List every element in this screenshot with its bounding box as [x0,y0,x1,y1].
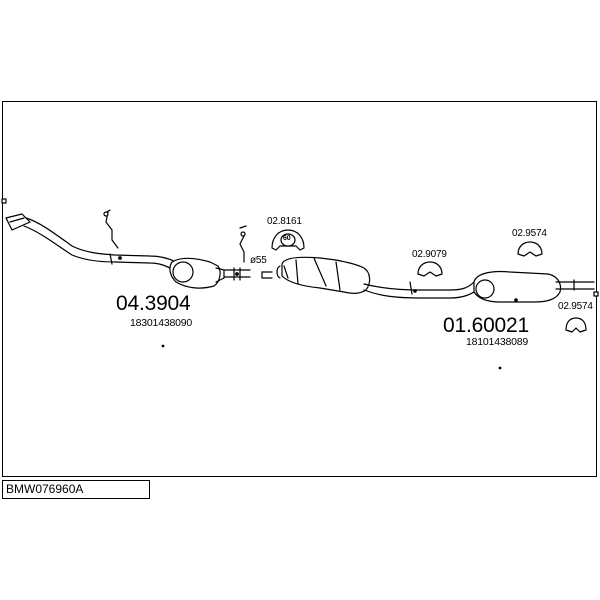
connecting-pipe [223,225,273,281]
hanger-a-size: 60 [283,235,291,242]
hanger-b-icon [417,261,443,277]
front-pipe [5,209,225,289]
rear-silencer [473,270,595,303]
hanger-d-icon [565,317,587,333]
part-reference-rear: 18101438089 [466,336,529,348]
diagram-frame [2,101,597,477]
diagram-code: BMW076960A [6,482,84,496]
edge-marker-left [1,198,7,204]
clamp-diameter-label: ø55 [250,255,267,266]
hanger-a-number: 02.8161 [267,216,302,227]
hanger-a-icon [271,229,305,251]
part-reference-front: 18301438090 [130,317,193,329]
hanger-d-number: 02.9574 [558,301,593,312]
hanger-b-number: 02.9079 [412,249,447,260]
part-number-rear: 01.60021 [443,314,529,337]
middle-silencer [276,256,481,299]
part-number-front: 04.3904 [116,292,191,315]
hanger-c-icon [517,241,543,257]
hanger-c-number: 02.9574 [512,228,547,239]
edge-marker-right [593,291,599,297]
diagram-code-box: BMW076960A [2,480,150,499]
